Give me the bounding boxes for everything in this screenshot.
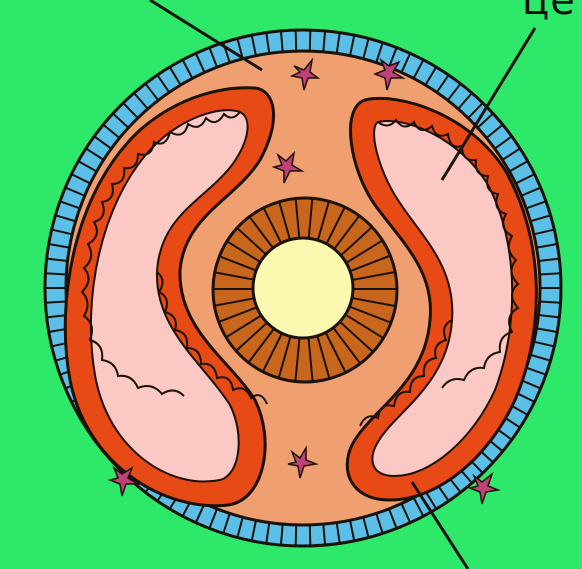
cell-division-line — [296, 525, 297, 546]
cell-division-line — [45, 302, 66, 303]
label-coelom: це — [522, 0, 582, 24]
cell-division-line — [45, 273, 66, 274]
cell-division-line — [296, 30, 297, 51]
gut-lumen — [253, 238, 353, 338]
cell-division-line — [540, 273, 561, 274]
cell-division-line — [310, 30, 311, 51]
cell-division-line — [310, 525, 311, 546]
cell-division-line — [540, 302, 561, 303]
